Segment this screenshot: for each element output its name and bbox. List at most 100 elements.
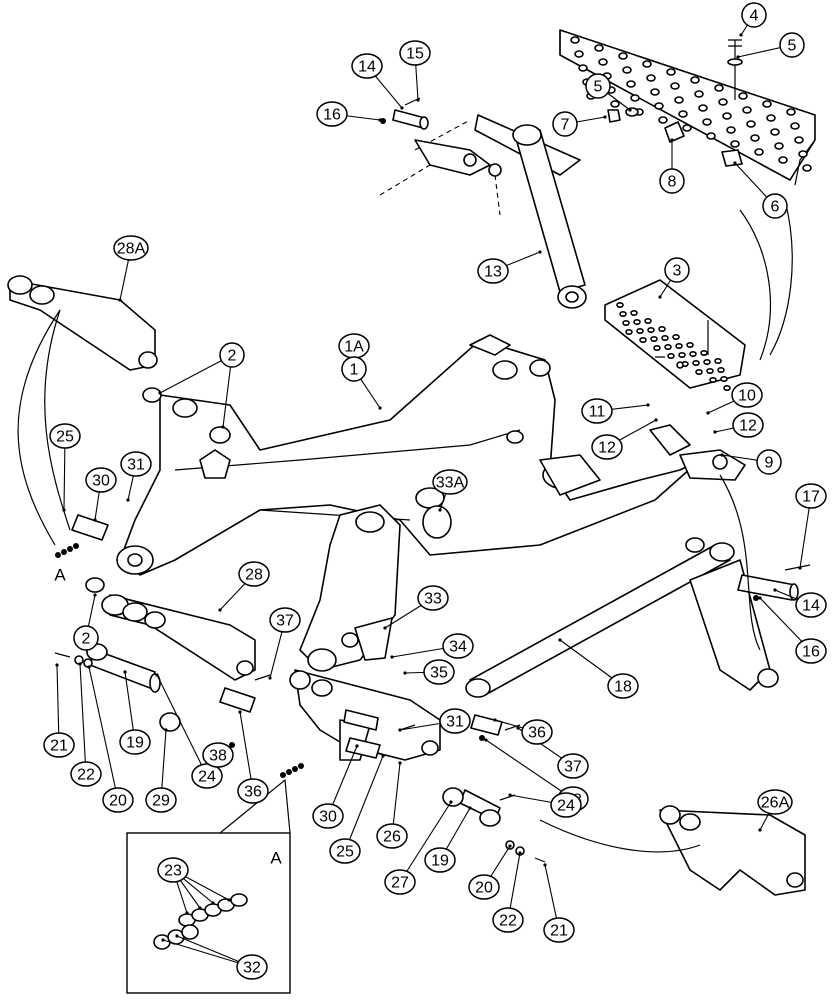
cylinder-13	[379, 114, 587, 309]
callout-21: 21	[43, 732, 75, 758]
callout-label: 36	[244, 784, 262, 801]
leader-tip	[720, 453, 724, 457]
callout-26A: 26A	[757, 789, 793, 815]
callout-label: 14	[802, 598, 820, 615]
callout-21: 21	[543, 917, 575, 943]
leader-tip	[403, 671, 407, 675]
detail-letter: A	[54, 566, 66, 585]
step-hole	[670, 82, 680, 90]
step-bolts-top	[607, 39, 743, 167]
callout-bubble	[550, 792, 582, 818]
step-hole	[689, 350, 697, 357]
step-hole	[754, 148, 764, 156]
callout-31: 31	[120, 451, 152, 477]
plate-33	[354, 617, 393, 661]
step-hole	[658, 116, 668, 124]
callout-bubble	[552, 111, 578, 137]
pin-14-top	[380, 97, 429, 130]
callout-label: 10	[738, 388, 756, 405]
callout-label: 2	[82, 631, 91, 648]
step-hole	[802, 164, 812, 172]
callout-label: 3	[673, 263, 682, 280]
step-hole	[610, 100, 620, 108]
callout-label: 35	[430, 665, 448, 682]
callout-bubble	[399, 40, 431, 66]
callout-bubble	[732, 412, 764, 438]
link-28A	[7, 275, 158, 371]
callout-bubble	[341, 356, 367, 382]
pin-14-right	[737, 564, 811, 601]
callout-bubble	[70, 761, 102, 787]
callout-leader	[162, 939, 253, 968]
callout-33: 33	[417, 585, 449, 611]
leader-tip	[558, 638, 562, 642]
callout-bubble	[762, 193, 788, 219]
step-hole	[644, 317, 652, 324]
callout-label: 33A	[436, 475, 465, 492]
callout-24: 24	[191, 763, 223, 789]
callout-label: 31	[446, 714, 464, 731]
callout-leader	[156, 674, 208, 777]
callout-24: 24	[550, 792, 582, 818]
step-hole	[709, 376, 717, 383]
callout-19: 19	[424, 847, 456, 873]
shim-stack-bottom	[280, 763, 304, 778]
callout-label: 12	[598, 440, 616, 457]
callout-27: 27	[384, 869, 416, 895]
callout-label: 24	[557, 798, 575, 815]
callout-label: 22	[499, 913, 517, 930]
leader-tip	[78, 662, 82, 666]
callout-bubble	[557, 753, 589, 779]
step-hole	[653, 344, 661, 351]
step-hole	[618, 52, 628, 60]
step-hole	[698, 104, 708, 112]
callout-2: 2	[73, 625, 99, 651]
step-hole	[658, 325, 666, 332]
step-hole	[695, 368, 703, 375]
leader-tip	[658, 295, 662, 299]
step-hole	[678, 110, 688, 118]
step-hole	[692, 359, 700, 366]
leader-tip	[416, 98, 420, 102]
callout-label: 23	[164, 863, 182, 880]
step-hole	[666, 68, 676, 76]
callout-label: 16	[802, 644, 820, 661]
callout-label: 5	[594, 79, 603, 96]
step-hole	[706, 132, 716, 140]
step-hole	[700, 349, 708, 356]
step-hole	[675, 342, 683, 349]
callout-bubble	[423, 659, 455, 685]
callout-2: 2	[219, 342, 245, 368]
callout-bubble	[468, 874, 500, 900]
callout-label: 15	[406, 46, 424, 63]
callout-label: 28	[245, 567, 263, 584]
callout-37: 37	[269, 607, 301, 633]
callout-label: 1A	[344, 339, 364, 356]
callout-14: 14	[795, 592, 827, 618]
callout-label: 24	[198, 769, 216, 786]
callout-label: 12	[739, 418, 757, 435]
callout-1: 1	[341, 356, 367, 382]
callout-bubble	[236, 954, 268, 980]
callout-31: 31	[439, 708, 471, 734]
leader-tip	[230, 743, 234, 747]
step-hole	[650, 335, 658, 342]
leader-tip	[118, 298, 122, 302]
step-hole	[674, 96, 684, 104]
shim-stack-left	[55, 543, 79, 558]
step-hole	[726, 126, 736, 134]
step-hole	[642, 60, 652, 68]
callout-13: 13	[477, 258, 509, 284]
callout-label: 16	[323, 107, 341, 124]
step-hole	[667, 352, 675, 359]
callout-leader	[88, 666, 119, 801]
leader-tip	[175, 934, 179, 938]
step-hole	[633, 318, 641, 325]
callout-leader	[239, 711, 254, 792]
callout-bubble	[795, 638, 827, 664]
step-hole	[664, 343, 672, 350]
callout-bubble	[269, 607, 301, 633]
step-hole	[766, 114, 776, 122]
leader-tip	[798, 566, 802, 570]
callout-label: 18	[614, 679, 632, 696]
